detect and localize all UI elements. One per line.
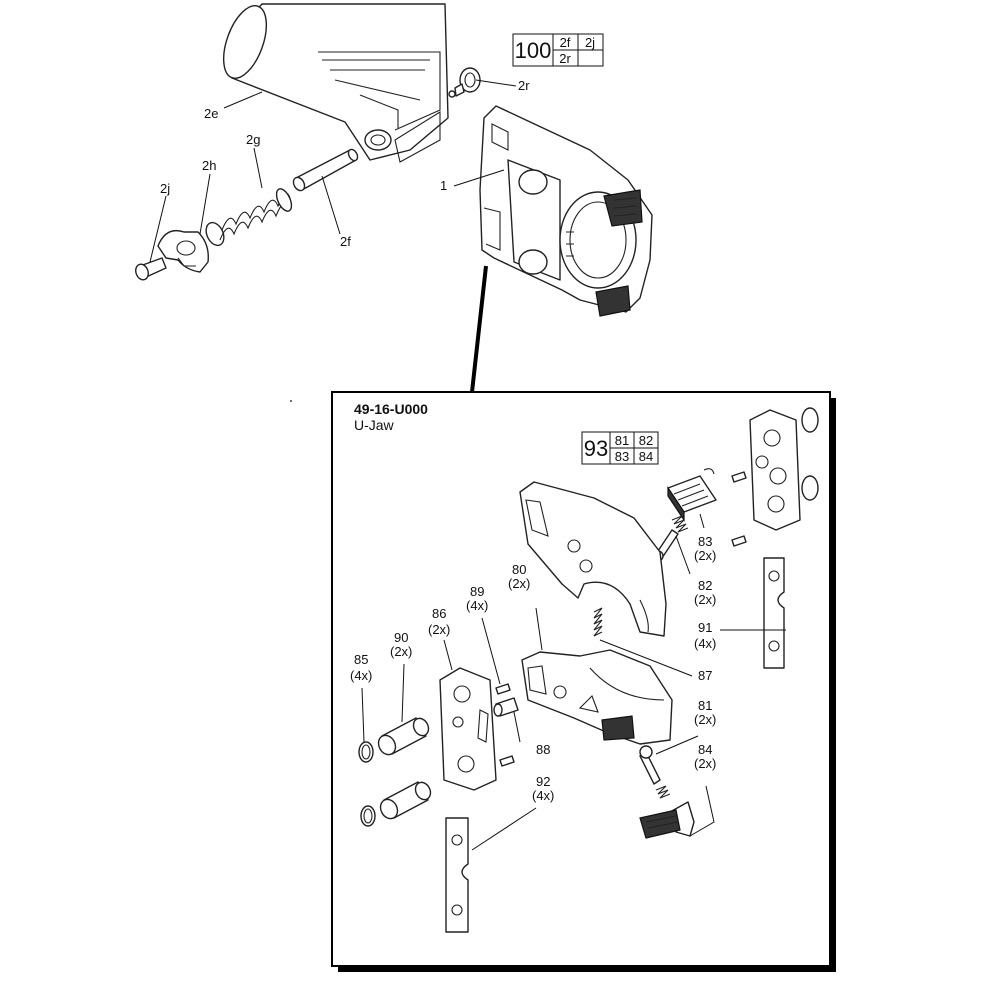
label-82: 82: [698, 578, 712, 593]
label-90: 90: [394, 630, 408, 645]
kit-100-table: 100 2f 2j 2r: [512, 33, 604, 67]
kit-93-number: 93: [584, 436, 608, 461]
label-2f: 2f: [340, 234, 351, 249]
label-86: 86: [432, 606, 446, 621]
label-91: 91: [698, 620, 712, 635]
part-2f-pin: [292, 148, 359, 192]
label-80: 80: [512, 562, 526, 577]
kit-93-part: 81: [615, 433, 629, 448]
inset-small-pins: [731, 471, 747, 547]
inset-part-88-bushing: [493, 697, 519, 717]
label-81-qty: (2x): [694, 712, 716, 727]
inset-part-name: U-Jaw: [354, 417, 395, 433]
inset-part-80-jaw-half-lower: [521, 649, 673, 745]
label-83: 83: [698, 534, 712, 549]
inset-leader-lines: [361, 513, 786, 851]
label-82-qty: (2x): [694, 592, 716, 607]
inset-part-86-side-plate: [439, 667, 497, 791]
inset-part-91-plate: [763, 557, 785, 669]
inset-part-84-detent-top: [667, 468, 717, 522]
part-2r-button: [448, 67, 481, 98]
inset-part-87-spring: [593, 607, 603, 637]
label-86-qty: (2x): [428, 622, 450, 637]
inset-part-81-screw: [639, 745, 671, 799]
kit-100-number: 100: [515, 38, 552, 63]
kit-93-part: 82: [639, 433, 653, 448]
part-2g-spring: [205, 188, 293, 247]
inset-part-85-rings: [358, 741, 376, 827]
label-2h: 2h: [202, 158, 216, 173]
label-84: 84: [698, 742, 712, 757]
stray-dot: [290, 400, 292, 402]
label-87: 87: [698, 668, 712, 683]
label-92-qty: (4x): [532, 788, 554, 803]
kit-93-part: 83: [615, 449, 629, 464]
label-2e: 2e: [204, 106, 218, 121]
label-80-qty: (2x): [508, 576, 530, 591]
label-2g: 2g: [246, 132, 260, 147]
label-1: 1: [440, 178, 447, 193]
inset-part-83-spring: [671, 515, 689, 533]
inset-callout-line: [470, 265, 488, 393]
inset-side-plate-right: [749, 407, 819, 531]
part-2j-screw: [135, 257, 167, 281]
label-85-qty: (4x): [350, 668, 372, 683]
label-2j: 2j: [160, 181, 170, 196]
label-84-qty: (2x): [694, 756, 716, 771]
label-85: 85: [354, 652, 368, 667]
label-2r: 2r: [518, 78, 530, 93]
label-81: 81: [698, 698, 712, 713]
inset-part-92-plate: [445, 817, 469, 933]
part-2h-knob: [157, 229, 209, 273]
label-91-qty: (4x): [694, 636, 716, 651]
label-92: 92: [536, 774, 550, 789]
upper-leader-lines: [149, 79, 517, 263]
label-89: 89: [470, 584, 484, 599]
kit-93-part: 84: [639, 449, 653, 464]
inset-part-84-detent-bottom: [639, 801, 695, 839]
part-2e-cylinder-body: [222, 3, 449, 163]
inset-part-89-pins: [495, 683, 515, 767]
label-88: 88: [536, 742, 550, 757]
label-90-qty: (2x): [390, 644, 412, 659]
inset-part-number: 49-16-U000: [354, 401, 428, 417]
inset-part-90-pin-lower: [379, 781, 432, 820]
inset-part-90-pin-upper: [377, 717, 430, 756]
kit-93-table: 93 81 82 83 84: [581, 431, 659, 465]
kit-100-part: 2f: [560, 35, 571, 50]
label-83-qty: (2x): [694, 548, 716, 563]
part-1-jaw-assembly: [479, 105, 653, 317]
label-89-qty: (4x): [466, 598, 488, 613]
kit-100-part: 2r: [559, 51, 571, 66]
kit-100-part: 2j: [585, 35, 595, 50]
inset-part-80-jaw-half-upper: [519, 481, 667, 637]
